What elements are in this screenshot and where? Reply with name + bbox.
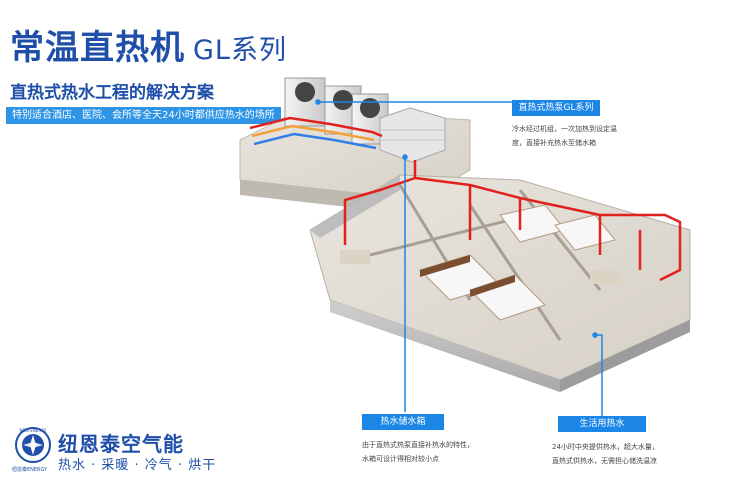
tank-label: 热水储水箱 [362, 414, 444, 430]
hot-water-pipes [343, 160, 682, 282]
heat-pump-note-line1: 冷水经过机组，一次加热到设定温 [512, 125, 617, 133]
outer-wall-side [560, 320, 690, 392]
supply-note-line1: 24小时中央提供热水，超大水量， [552, 443, 659, 451]
tank-note-line1: 由于直热式热泵直接补热水的特性， [362, 441, 474, 449]
page-title: 常温直热机 GL系列 [10, 20, 287, 69]
tank-note-line2: 水箱可设计得相对较小点 [362, 455, 439, 463]
brand-name: 纽恩泰空气能 [58, 432, 184, 456]
callout-lines [315, 99, 603, 418]
roof-pipes [249, 116, 383, 150]
water-tank-icon [379, 107, 446, 163]
brand-ring-text: NEW ENERGY [20, 428, 47, 433]
page-subtitle: 直热式热水工程的解决方案 [10, 83, 214, 103]
tagline-banner: 特别适合酒店、医院、会所等全天24小时都供应热水的场所 [6, 107, 281, 124]
heat-pump-note-line2: 度，直接补充热水至储水箱 [512, 139, 596, 147]
brand-logo-icon: NEW ENERGY [15, 427, 51, 463]
supply-note-line2: 直热式供热水，无需担心储洗温凉 [552, 457, 657, 465]
outer-wall-front [330, 300, 560, 392]
brand-english: 纽恩泰ENERGY [12, 467, 48, 473]
heat-pump-label: 直热式热泵GL系列 [512, 100, 600, 116]
supply-label: 生活用热水 [558, 416, 646, 432]
brand-slogan: 热水 · 采暖 · 冷气 · 烘干 [58, 458, 217, 473]
title-text: 常温直热机 [10, 28, 185, 68]
title-series: GL系列 [193, 35, 287, 66]
